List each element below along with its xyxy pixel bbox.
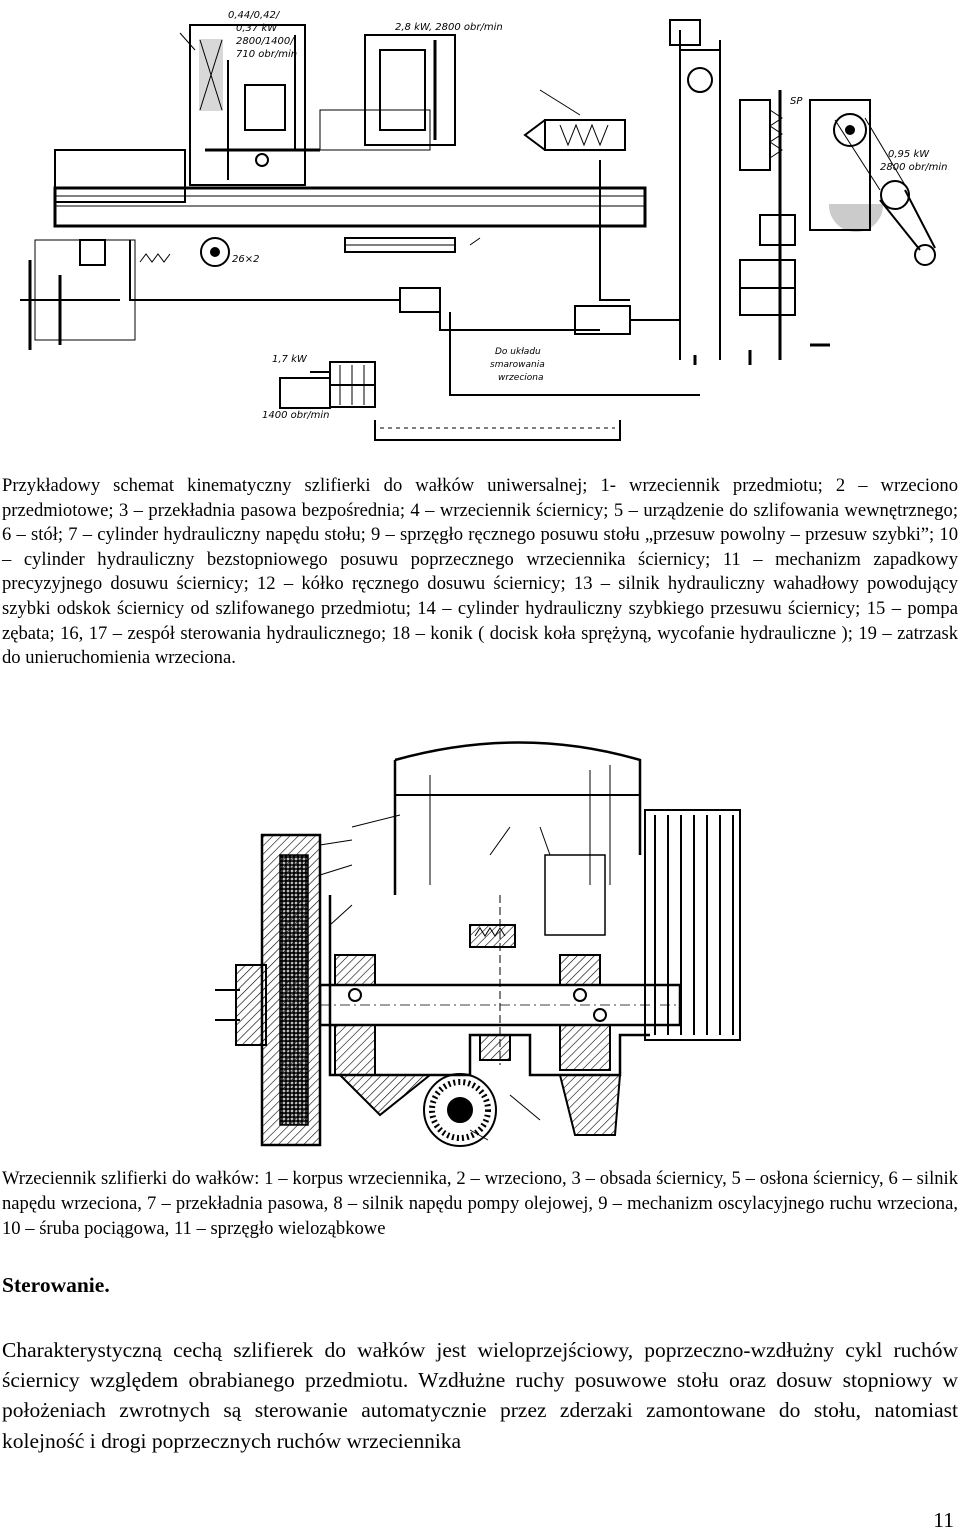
grinder-motor-label: 2,8 kW, 2800 obr/min	[395, 22, 503, 33]
motor-power-label-1: 0,44/0,42/	[228, 10, 281, 21]
section-heading: Sterowanie.	[2, 1273, 110, 1297]
body-paragraph: Charakterystyczną cechą szlifierek do wa…	[2, 1338, 958, 1453]
sp-label: SP	[790, 96, 803, 107]
pump-power-label: 1,7 kW	[272, 354, 308, 365]
lubrication-label-2: smarowania	[490, 360, 545, 370]
motor-rpm-label-2: 710 obr/min	[236, 49, 297, 60]
kinematic-scheme-figure: 0,44/0,42/ 0,37 kW 2800/1400/ 710 obr/mi…	[0, 0, 960, 455]
pump-rpm-label: 1400 obr/min	[262, 410, 329, 421]
headstock-section-figure	[0, 735, 960, 1160]
figure-2-caption: Wrzeciennik szlifierki do wałków: 1 – ko…	[2, 1168, 958, 1239]
lubrication-label-3: wrzeciona	[498, 373, 544, 383]
page-number: 11	[933, 1508, 954, 1532]
figure-1-caption: Przykładowy schemat kinematyczny szlifie…	[2, 475, 958, 669]
gear-label: 26×2	[232, 254, 259, 265]
motor-power-label-2: 0,37 kW	[236, 23, 278, 34]
right-motor-rpm-label: 2800 obr/min	[880, 162, 947, 173]
lubrication-label-1: Do układu	[495, 347, 541, 357]
motor-rpm-label-1: 2800/1400/	[236, 36, 295, 47]
right-motor-power-label: 0,95 kW	[888, 149, 930, 160]
